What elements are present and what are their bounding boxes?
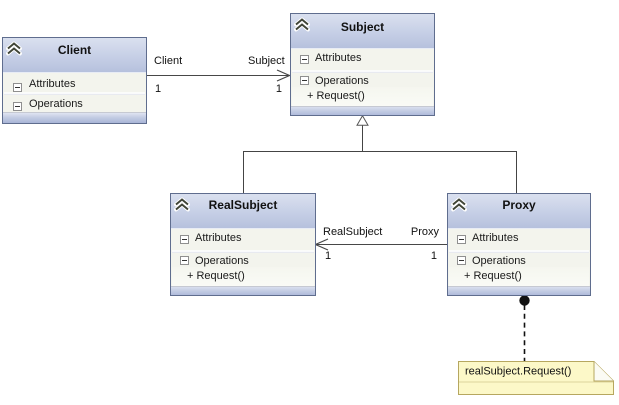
svg-text:realSubject.Request(): realSubject.Request() (465, 366, 571, 378)
